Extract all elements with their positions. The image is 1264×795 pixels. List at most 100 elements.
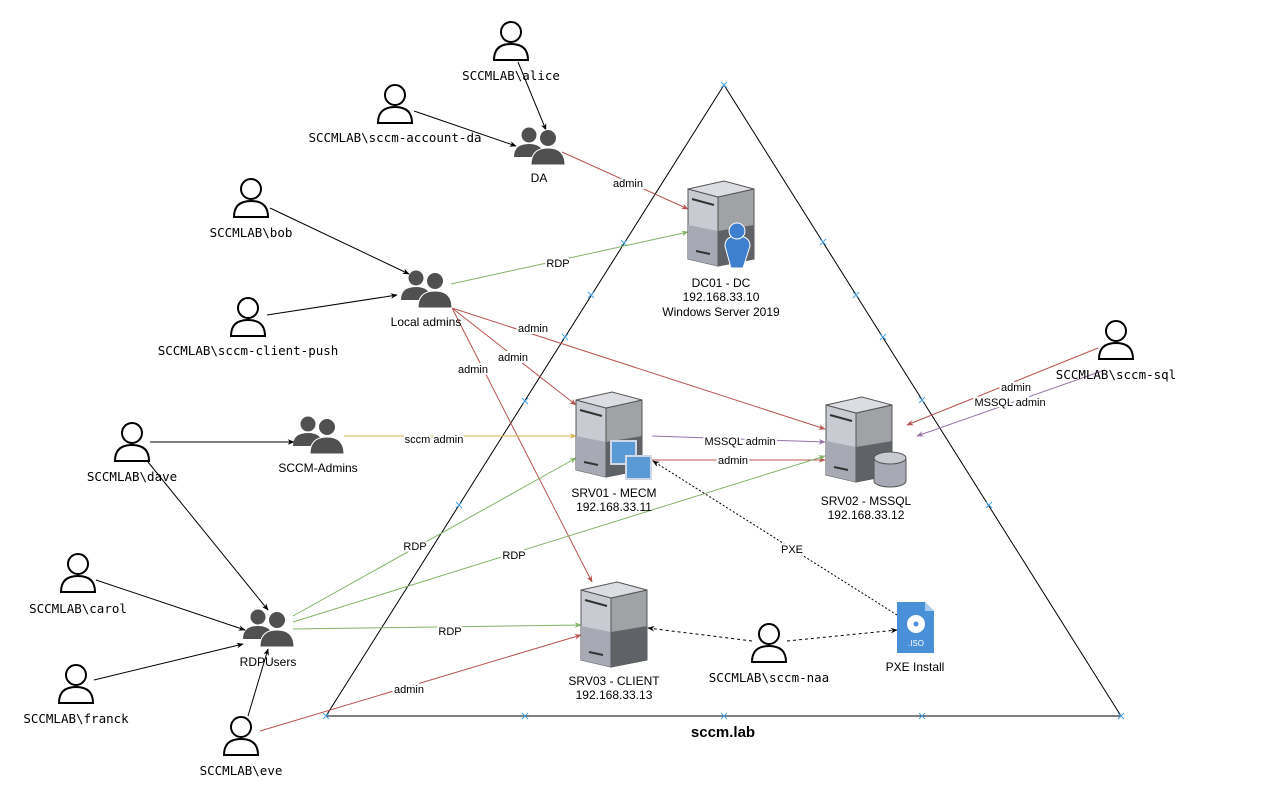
edge-localadmins-dc01: [450, 230, 689, 285]
edge-label-admin: admin: [718, 455, 748, 467]
user-icon: [751, 623, 787, 663]
user-franck[interactable]: SCCMLAB\franck: [23, 664, 129, 726]
user-icon: [114, 422, 150, 462]
edge-rdpusers-srv02: [292, 455, 826, 623]
server-ip: 192.168.33.10: [683, 290, 760, 304]
edge-sql-srv02-admin: [906, 347, 1099, 426]
edge-label-sccm-admin: sccm admin: [405, 434, 464, 446]
edge-srv01-srv02-mssql: [651, 435, 826, 445]
group-da[interactable]: DA: [513, 127, 566, 186]
group-label: RDPUsers: [240, 655, 297, 669]
edge-label-admin: admin: [498, 352, 528, 364]
edge-localadmins-srv02: [451, 307, 826, 430]
edge-label-admin: admin: [394, 684, 424, 696]
group-rdp-users[interactable]: RDPUsers: [240, 609, 297, 670]
domain-user-icon: [724, 222, 751, 269]
edge-label-admin: admin: [458, 364, 488, 376]
edge-rdpusers-srv01: [292, 457, 577, 617]
user-label: SCCMLAB\carol: [29, 601, 127, 616]
server-name: DC01 - DC: [692, 276, 751, 290]
server-ip: 192.168.33.11: [576, 500, 652, 514]
group-label: Local admins: [391, 315, 462, 329]
edge-bob-localadmins: [269, 207, 410, 275]
database-icon: [873, 451, 907, 488]
edge-label-rdp: RDP: [438, 626, 461, 638]
edge-da-dc01: [561, 151, 689, 210]
server-name: SRV03 - CLIENT: [568, 674, 660, 688]
server-dc01[interactable]: DC01 - DC 192.168.33.10 Windows Server 2…: [662, 180, 780, 319]
edge-carol-rdpusers: [95, 579, 246, 631]
user-alice[interactable]: SCCMLAB\alice: [462, 21, 560, 83]
svg-text:.ISO: .ISO: [908, 639, 924, 648]
group-label: DA: [531, 171, 548, 185]
group-sccm-admins[interactable]: SCCM-Admins: [278, 416, 358, 476]
user-icon: [1098, 320, 1134, 360]
server-srv02[interactable]: SRV02 - MSSQL 192.168.33.12: [821, 396, 912, 522]
group-label: SCCM-Admins: [278, 461, 357, 475]
group-icon: [292, 416, 345, 455]
edge-pxe-srv01: [652, 460, 898, 616]
edge-localadmins-srv01: [451, 307, 577, 406]
user-dave[interactable]: SCCMLAB\dave: [87, 422, 177, 484]
edge-label-mssql-admin: MSSQL admin: [974, 397, 1045, 409]
edge-clientpush-localadmins: [266, 293, 398, 316]
user-icon: [223, 716, 259, 756]
user-sccm-account-da[interactable]: SCCMLAB\sccm-account-da: [308, 84, 482, 145]
server-name: SRV01 - MECM: [571, 486, 656, 500]
user-icon: [230, 297, 266, 337]
server-ip: 192.168.33.13: [576, 688, 653, 702]
server-name: SRV02 - MSSQL: [821, 494, 912, 508]
pxe-label: PXE Install: [886, 660, 945, 674]
group-local-admins[interactable]: Local admins: [391, 270, 462, 330]
edge-label-admin: admin: [518, 323, 548, 335]
edge-accountda-da: [413, 110, 517, 147]
user-icon: [493, 21, 529, 61]
edge-sql-srv02-mssql: [916, 369, 1106, 437]
edge-naa-srv03: [647, 626, 753, 642]
edge-naa-pxe: [786, 627, 898, 642]
user-label: SCCMLAB\eve: [200, 763, 283, 778]
user-label: SCCMLAB\sccm-sql: [1056, 367, 1176, 382]
windows-icon: [610, 440, 652, 480]
user-icon: [233, 178, 269, 218]
edge-dave-rdpusers: [147, 461, 269, 611]
user-carol[interactable]: SCCMLAB\carol: [29, 553, 127, 616]
pxe-install[interactable]: .ISO PXE Install: [886, 602, 945, 674]
user-label: SCCMLAB\alice: [462, 68, 560, 83]
edge-alice-da: [517, 61, 547, 131]
edge-eve-srv03: [259, 634, 582, 732]
user-icon: [60, 553, 96, 593]
user-eve[interactable]: SCCMLAB\eve: [200, 716, 283, 778]
edge-label-rdp: RDP: [502, 550, 525, 562]
domain-label: sccm.lab: [691, 724, 755, 741]
edge-label-rdp: RDP: [403, 541, 426, 553]
user-bob[interactable]: SCCMLAB\bob: [210, 178, 293, 240]
server-ip: 192.168.33.12: [828, 508, 905, 522]
server-os: Windows Server 2019: [662, 305, 780, 319]
user-label: SCCMLAB\sccm-account-da: [308, 130, 481, 145]
edge-localadmins-srv03: [451, 307, 593, 583]
group-icon: [400, 270, 453, 309]
iso-file-icon: .ISO: [897, 602, 934, 653]
server-srv03[interactable]: SRV03 - CLIENT 192.168.33.13: [568, 581, 660, 702]
user-icon: [58, 664, 94, 704]
group-icon: [242, 609, 295, 648]
user-sccm-client-push[interactable]: SCCMLAB\sccm-client-push: [158, 297, 339, 358]
user-label: SCCMLAB\dave: [87, 469, 177, 484]
user-label: SCCMLAB\sccm-naa: [709, 670, 829, 685]
user-icon: [377, 84, 413, 124]
user-label: SCCMLAB\franck: [23, 711, 129, 726]
edge-franck-rdpusers: [93, 642, 244, 681]
edge-label-mssql-admin: MSSQL admin: [704, 436, 775, 448]
user-label: SCCMLAB\bob: [210, 225, 293, 240]
edge-eve-rdpusers: [247, 648, 269, 717]
user-sccm-naa[interactable]: SCCMLAB\sccm-naa: [709, 623, 829, 685]
server-icon: [580, 581, 648, 668]
edge-label-admin: admin: [1001, 382, 1031, 394]
user-sccm-sql[interactable]: SCCMLAB\sccm-sql: [1056, 320, 1176, 382]
server-srv01[interactable]: SRV01 - MECM 192.168.33.11: [571, 391, 657, 514]
group-icon: [513, 127, 566, 166]
edge-label-admin: admin: [613, 178, 643, 190]
boundary-markers: [322, 81, 1125, 720]
